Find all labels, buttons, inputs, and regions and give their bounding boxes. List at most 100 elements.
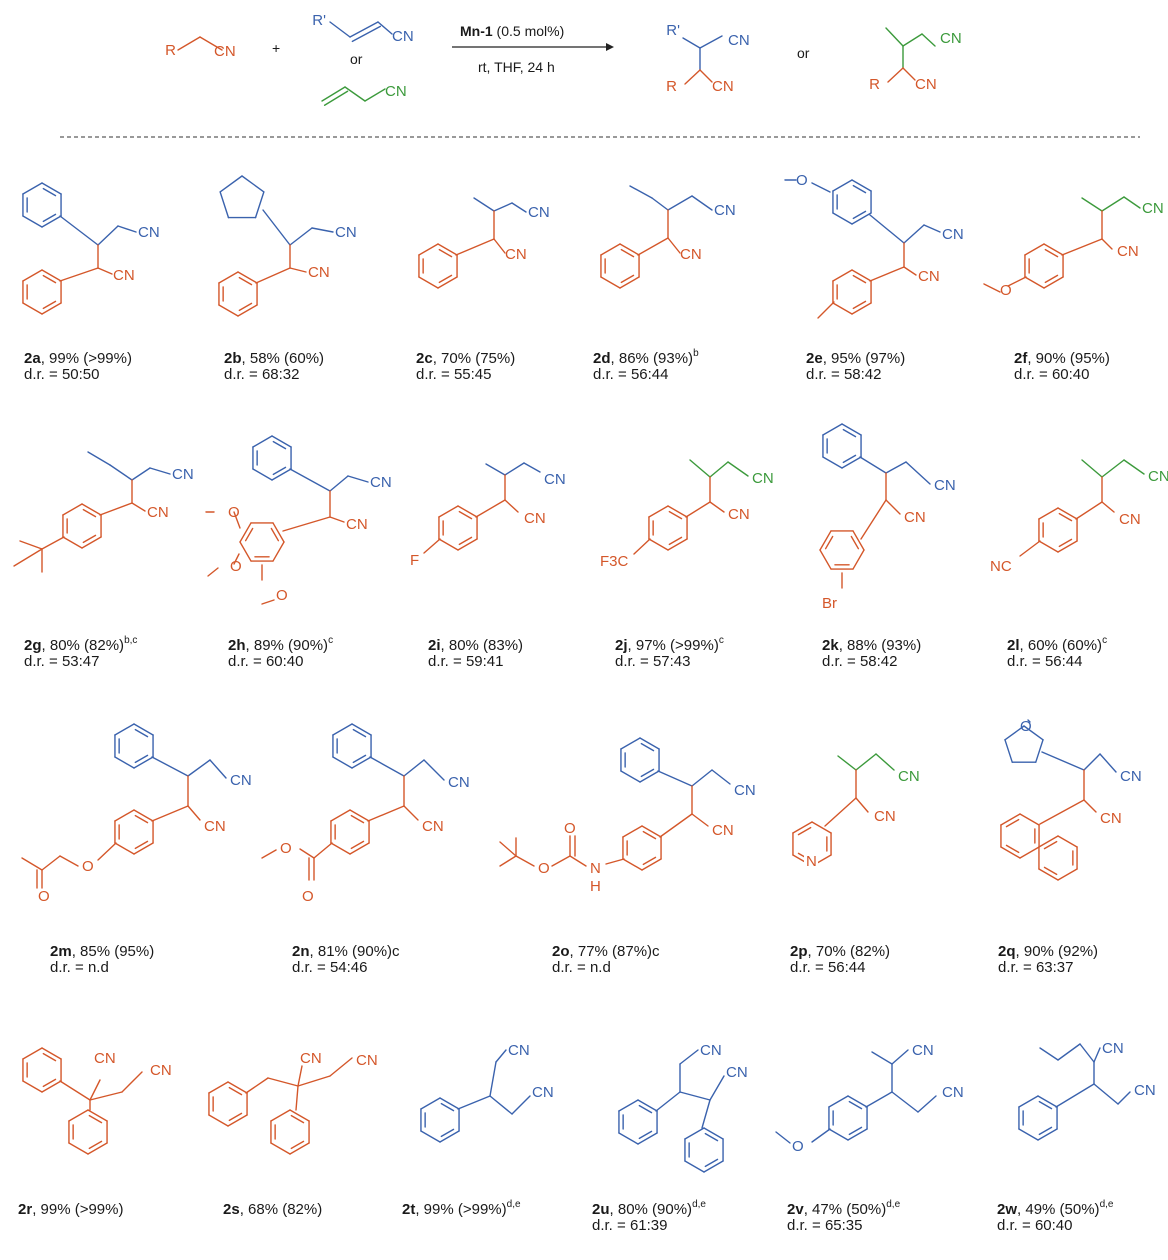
ring-bond [330,809,351,822]
ring-double-bond [134,728,149,738]
bond [117,225,137,233]
compound-id: 2w [997,1201,1017,1218]
ring-bond [418,243,439,256]
bond [885,499,901,515]
ring-bond [600,243,621,256]
ring-bond [639,737,660,750]
diastereomeric-ratio-2w: d.r. = 60:40 [997,1217,1072,1234]
ring-double-bond [42,274,57,284]
nitrile-label: CN [712,78,734,95]
ring-double-bond [352,754,367,764]
bond [637,237,669,256]
diastereomeric-ratio-2q: d.r. = 63:37 [998,959,1073,976]
bond [887,67,904,83]
bond [569,855,587,867]
compound-yield-2k: 2k, 88% (93%) [822,637,921,654]
ring-double-bond [704,1132,719,1142]
diastereomeric-ratio-2v: d.r. = 65:35 [787,1217,862,1234]
bond [344,86,366,102]
ring-bond [219,191,230,219]
bond [245,1077,269,1094]
atom-label: CN [346,516,368,533]
atom-label: CN [712,822,734,839]
bond [151,756,189,777]
bond [679,1091,711,1101]
ring-double-bond [842,428,857,438]
ring-bond [828,1128,849,1141]
ring-bond [457,505,478,518]
bond [855,753,877,771]
compound-yield-2b: 2b, 58% (60%) [224,350,324,367]
atom-label: CN [942,226,964,243]
bond [1075,501,1103,520]
bond [1123,459,1145,475]
ring-bond [437,243,458,256]
ring-bond [22,302,43,315]
bond [551,855,571,867]
ring-bond [637,1099,658,1112]
bond [457,1095,491,1110]
ring-bond [218,304,239,317]
oxygen-label: O [280,840,292,857]
yield-footnote: b,c [124,635,137,646]
yield-text: , 70% (82%) [808,943,891,960]
bond [177,36,201,51]
ring-bond [271,468,292,481]
bond [1099,753,1117,773]
bond [905,461,931,485]
bond [261,849,277,859]
ring-bond [1018,1095,1039,1108]
compound-yield-2i: 2i, 80% (83%) [428,637,523,654]
ring-double-bond [620,274,635,284]
bond [655,1091,681,1112]
yield-text: , 81% (90%)c [310,943,401,960]
ring-bond [684,1160,705,1173]
ring-double-bond [797,826,812,836]
ring-bond [133,809,154,822]
ring-double-bond [824,535,834,550]
atom-label: CN [448,774,470,791]
ring-bond [822,456,843,469]
ring-bond [457,538,478,551]
ring-bond [851,269,872,282]
diastereomeric-ratio-2l: d.r. = 56:44 [1007,653,1082,670]
oxygen-label: O [38,888,50,905]
bond [667,195,693,211]
ring-double-bond [704,1158,719,1168]
ring-double-bond [852,184,867,194]
compound-id: 2j [615,637,628,654]
bond [871,1051,893,1065]
yield-text: , 90% (92%) [1016,943,1099,960]
atom-label: CN [1117,243,1139,260]
bond [1061,238,1103,256]
ring-bond [438,538,459,551]
bond [837,755,857,771]
bond [403,805,419,821]
ring-bond [439,1097,460,1110]
bond [131,502,146,512]
yield-footnote: b [693,348,699,359]
bond [869,266,905,282]
ring-double-bond [852,210,867,220]
ring-double-bond [270,527,280,542]
bond [1093,1047,1101,1063]
yield-text: , 88% (93%) [839,637,922,654]
ring-bond [639,770,660,783]
compound-id: 2l [1007,637,1020,654]
catalyst-label: Mn-1 (0.5 mol%) [460,23,564,39]
compound-id: 2m [50,943,72,960]
ring-bond [133,756,154,769]
bond [1027,719,1031,723]
bond [364,88,386,102]
atom-label: CN [726,1064,748,1081]
yield-text: , 80% (82%) [42,637,125,654]
bond [311,227,334,233]
diastereomeric-ratio-2m: d.r. = n.d [50,959,109,976]
compound-yield-2r: 2r, 99% (>99%) [18,1201,123,1218]
ring-double-bond [1058,512,1073,522]
atom-label: CN [524,510,546,527]
bond [684,69,701,85]
compound-yield-2v: 2v, 47% (50%)d,e [787,1199,901,1218]
nitrile-label: CN [385,83,407,100]
